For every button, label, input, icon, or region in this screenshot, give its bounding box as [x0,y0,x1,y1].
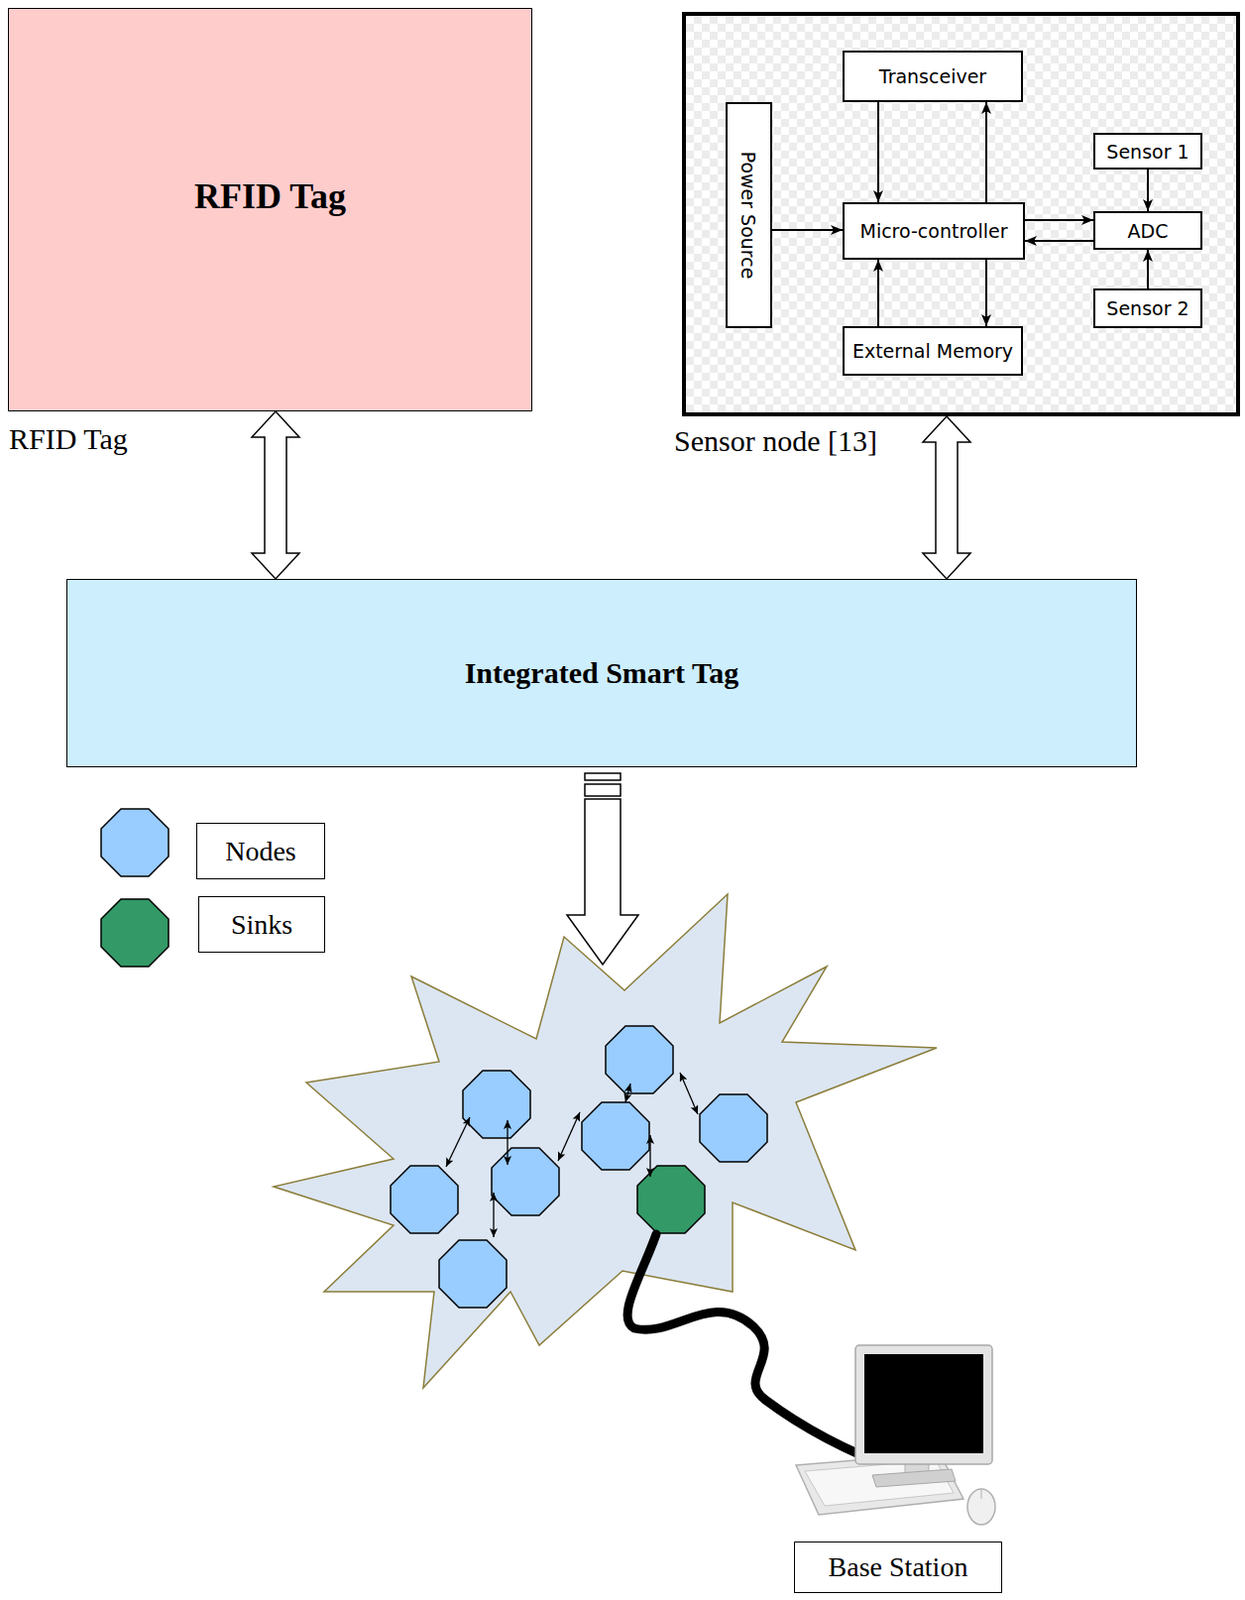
legend-swatch [101,808,169,877]
rfid-tag-box: RFID TagRFID Tag [7,7,533,412]
node-label: Integrated Smart Tag [464,656,740,690]
arrow-connector [1146,169,1149,212]
node-label: Sensor 2 [1106,297,1189,320]
node-links [446,1072,698,1238]
arrow-connector [1146,249,1149,289]
microcontroller-box: Micro-controller [842,202,1025,260]
base-station-box: Base Station [793,1541,1003,1593]
transceiver-box: Transceiver [842,50,1023,103]
integrated-smart-tag-box: Integrated Smart Tag [66,578,1137,768]
computer-icon [795,1345,996,1525]
power-source-box: Power Source [725,102,773,329]
legend-label-box: Sinks [198,896,326,953]
legend-swatch [101,899,169,967]
down-block-arrow [566,773,639,965]
legend-swatch-box [97,804,173,881]
node-label: RFID Tag [194,175,346,218]
sensor-node-panel: Sensor node [13]TransceiverPower SourceS… [681,11,1241,417]
block-double-arrow [251,411,300,579]
node-label: Power Source [738,151,761,280]
legend-text: Sinks [230,908,293,941]
network-cloud [273,894,937,1388]
arrow-connector [877,259,880,327]
node-label: Sensor node [13] [674,424,878,458]
node-label: Micro-controller [860,220,1009,242]
block-double-arrow [922,416,971,579]
node-caption: RFID Tag [8,422,128,456]
arrow-connector [877,102,880,203]
node-label: Sensor 1 [1106,140,1189,163]
legend-label-box: Nodes [196,822,326,880]
sensor-box: Sensor 2 [1093,288,1203,329]
node-label: Base Station [828,1551,969,1584]
adc-box: ADC [1093,211,1203,250]
node-label: ADC [1128,220,1169,242]
legend-swatch-box [97,895,173,971]
memory-box: External Memory [842,326,1023,376]
sensor-box: Sensor 1 [1093,132,1203,170]
arrow-connector [1024,219,1094,222]
sensor-network-nodes [390,1025,768,1308]
arrow-connector [985,259,988,327]
node-label: Transceiver [879,65,987,88]
arrow-connector [1024,239,1094,242]
arrow-connector [985,102,988,203]
arrow-connector [772,228,843,231]
node-label: External Memory [852,339,1014,362]
legend-text: Nodes [225,835,297,868]
